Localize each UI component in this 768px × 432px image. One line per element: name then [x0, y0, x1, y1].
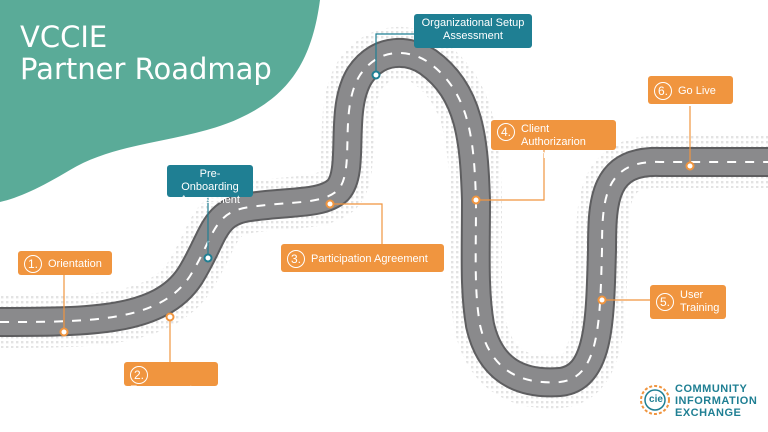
marker-engagement [165, 312, 175, 322]
logo-line-2: INFORMATION [675, 395, 758, 407]
milestone-label: Engagement [130, 384, 193, 396]
title-line-2: Partner Roadmap [20, 52, 272, 86]
milestone-user-training: 5. User Training [650, 285, 726, 319]
milestone-number: 4. [497, 123, 515, 141]
milestone-number: 5. [656, 293, 674, 311]
marker-org-setup [371, 70, 381, 80]
connector-org-setup [375, 33, 416, 75]
milestone-number: 2. [130, 366, 148, 384]
milestone-number: 1. [24, 255, 42, 273]
marker-orientation [59, 327, 69, 337]
road-center-line [0, 52, 768, 384]
title-line-1: VCCIE [20, 20, 108, 54]
marker-go-live [685, 161, 695, 171]
milestone-go-live: 6. Go Live [648, 76, 733, 104]
title-background-shape [0, 0, 320, 202]
milestone-label: User Training [680, 289, 720, 314]
milestone-number: 3. [287, 250, 305, 268]
milestone-label: Orientation [48, 257, 102, 270]
milestone-pre-onboarding: Pre-Onboarding Assessment [167, 165, 253, 206]
milestone-org-setup: Organizational Setup Assessment [414, 14, 532, 48]
milestone-label: Go Live [678, 84, 716, 97]
cie-logo-mark-text: cie [649, 394, 663, 405]
milestone-label: Client Authorizarion Training [521, 123, 586, 161]
marker-client-auth [471, 195, 481, 205]
marker-pre-onboarding [203, 253, 213, 263]
logo-line-3: EXCHANGE [675, 407, 742, 419]
logo-line-1: COMMUNITY [675, 383, 748, 395]
milestone-participation-agreement: 3. Participation Agreement [281, 244, 444, 272]
marker-user-training [597, 295, 607, 305]
connector-client-auth [476, 148, 545, 201]
milestone-client-authorization: 4. Client Authorizarion Training [491, 120, 616, 161]
milestone-number: 6. [654, 82, 672, 100]
milestone-label: Participation Agreement [311, 252, 428, 265]
cie-logo-mark [640, 385, 670, 415]
connector-participation [330, 203, 383, 244]
milestone-label: Organizational Setup Assessment [421, 17, 525, 42]
milestone-label: Pre-Onboarding Assessment [180, 168, 240, 206]
marker-participation [325, 199, 335, 209]
milestone-engagement: 2.Engagement [124, 362, 218, 396]
milestone-orientation: 1. Orientation [18, 251, 112, 275]
